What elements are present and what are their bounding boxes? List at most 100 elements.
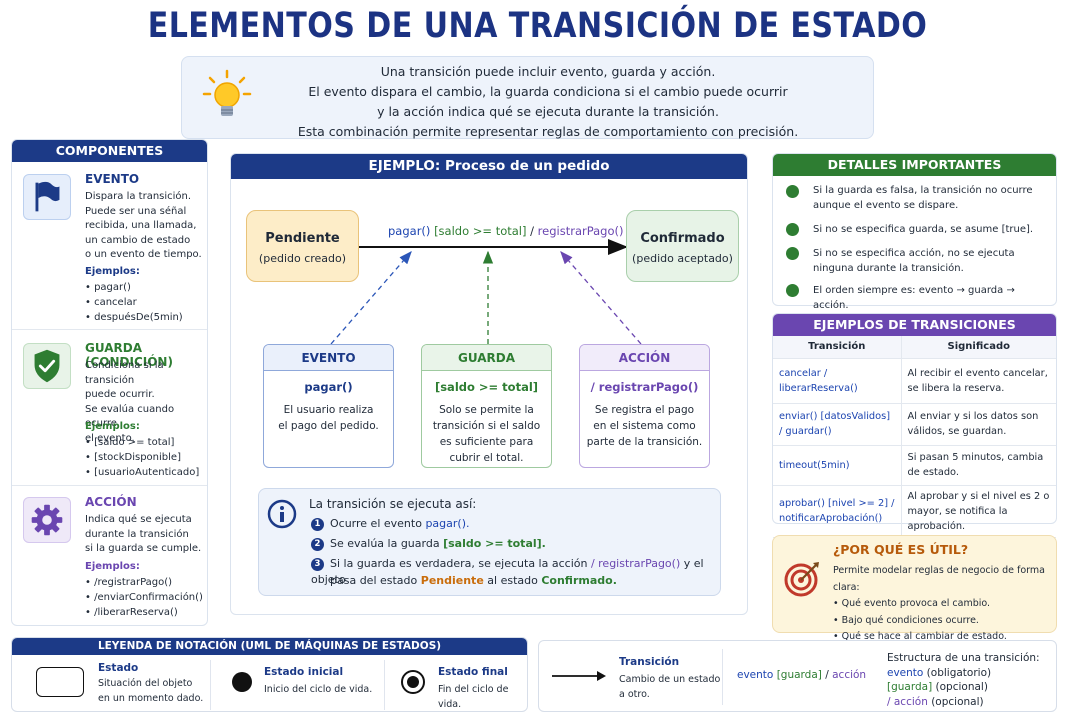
- table-cell: Al recibir el evento cancelar, se libera…: [901, 358, 1056, 404]
- step-guard: [saldo >= total].: [443, 537, 546, 550]
- transition-arrow-symbol: [552, 671, 606, 681]
- divider: [384, 660, 385, 710]
- example-heading: EJEMPLO: Proceso de un pedido: [231, 154, 747, 179]
- info-lead: La transición se ejecuta así:: [309, 497, 477, 511]
- intro-line-3: y la acción indica qué se ejecuta durant…: [377, 104, 719, 119]
- transition-examples-panel: EJEMPLOS DE TRANSICIONES Transición Sign…: [772, 313, 1057, 538]
- structure-key: [guarda]: [887, 681, 933, 693]
- why-useful-box: ¿POR QUÉ ES ÚTIL? Permite modelar reglas…: [772, 535, 1057, 642]
- check-icon: [786, 185, 799, 198]
- detail-line: El orden siempre es: evento → guarda → a…: [813, 285, 1015, 311]
- card-text: Se registra el pago en el sistema como p…: [580, 402, 709, 450]
- legend-state-title: Estado: [98, 662, 139, 674]
- legend-initial-title: Estado inicial: [264, 666, 344, 678]
- why-heading: ¿POR QUÉ ES ÚTIL?: [833, 542, 969, 557]
- card-line: Se registra el pago: [594, 404, 695, 416]
- table-cell: Si pasan 5 minutos, cambia de estado.: [901, 445, 1056, 486]
- step-text: y el objeto: [311, 557, 704, 586]
- legend-final-desc: Fin del ciclo de vida.: [438, 684, 509, 710]
- card-line: en el sistema como: [593, 420, 696, 432]
- column-header: Significado: [901, 336, 1056, 359]
- detail-item: El orden siempre es: evento → guarda → a…: [813, 283, 1053, 313]
- detail-line: ninguna durante la transición.: [813, 263, 964, 274]
- structure-line: [guarda] (opcional): [887, 680, 1040, 695]
- legend-transition-title: Transición: [619, 656, 680, 668]
- examples-list: [saldo >= total] [stockDisponible] [usua…: [85, 435, 199, 480]
- legend-syntax: evento [guarda] / acción: [737, 669, 866, 681]
- component-accion: ACCIÓN Indica qué se ejecuta durante la …: [12, 493, 207, 623]
- legend-final-title: Estado final: [438, 666, 508, 678]
- lightbulb-icon: [202, 69, 252, 116]
- info-icon: [267, 499, 297, 529]
- details-panel: DETALLES IMPORTANTES Si la guarda es fal…: [772, 153, 1057, 311]
- flag-icon: [23, 174, 71, 220]
- card-text: Solo se permite la transición si el sald…: [422, 402, 551, 466]
- structure-title: Estructura de una transición:: [887, 652, 1040, 664]
- intro-box: Una transición puede incluir evento, gua…: [181, 56, 874, 139]
- diagram-connectors: [330, 239, 642, 345]
- table-cell: Al aprobar y si el nivel es 2 o mayor, s…: [901, 485, 1056, 538]
- why-item: • Qué evento provoca el cambio.: [833, 598, 991, 609]
- detail-item: Si no se especifica guarda, se asume [tr…: [813, 222, 1053, 237]
- desc-line: Indica qué se ejecuta: [85, 514, 192, 525]
- example-item: [usuarioAutenticado]: [85, 465, 199, 480]
- legend-line: en un momento dado.: [98, 693, 204, 704]
- examples-label: Ejemplos:: [85, 561, 140, 572]
- why-lead: Permite modelar reglas de negocio de for…: [833, 565, 1045, 593]
- table-row: aprobar() [nivel >= 2] / notificarAproba…: [773, 485, 1056, 538]
- check-icon: [786, 284, 799, 297]
- state-desc: (pedido aceptado): [632, 252, 733, 265]
- step-number: 3: [311, 558, 324, 571]
- component-title: ACCIÓN: [85, 495, 137, 509]
- structure-note: (opcional): [927, 695, 984, 708]
- details-heading: DETALLES IMPORTANTES: [773, 154, 1056, 176]
- components-heading: COMPONENTES: [12, 140, 207, 162]
- desc-line: puede ocurrir.: [85, 389, 155, 400]
- structure-key: evento: [887, 666, 924, 679]
- page-title: ELEMENTOS DE UNA TRANSICIÓN DE ESTADO: [147, 6, 928, 46]
- desc-line: Dispara la transición.: [85, 191, 192, 202]
- example-item: pagar(): [85, 280, 183, 295]
- structure-key: / acción: [887, 695, 928, 708]
- why-item-text: Qué evento provoca el cambio.: [841, 598, 991, 609]
- examples-list: /registrarPago() /enviarConfirmación() /…: [85, 575, 203, 620]
- legend-heading: LEYENDA DE NOTACIÓN (UML DE MÁQUINAS DE …: [12, 638, 527, 655]
- card-line: El usuario realiza: [283, 404, 374, 416]
- step-state-from: Pendiente: [420, 574, 484, 587]
- why-item-text: Qué se hace al cambiar de estado.: [841, 631, 1007, 642]
- transition-guard: [saldo >= total]: [434, 224, 527, 238]
- final-state-symbol: [401, 670, 425, 694]
- example-item: despuésDe(5min): [85, 310, 183, 325]
- components-panel: COMPONENTES EVENTO Dispara la transición…: [11, 139, 208, 626]
- structure-note: (opcional): [932, 681, 988, 693]
- step-text: al estado: [483, 574, 542, 587]
- structure-line: evento (obligatorio): [887, 666, 1040, 681]
- detail-item: Si la guarda es falsa, la transición no …: [813, 183, 1053, 213]
- component-desc: Condiciona si la transición puede ocurri…: [85, 359, 205, 446]
- example-item: /liberarReserva(): [85, 605, 203, 620]
- shield-check-icon: [23, 343, 71, 389]
- structure-line: / acción (opcional): [887, 695, 1040, 710]
- component-desc: Dispara la transición. Puede ser una séñ…: [85, 190, 205, 263]
- table-cell: timeout(5min): [773, 445, 902, 486]
- card-line: parte de la transición.: [586, 436, 703, 448]
- table-row: cancelar / liberarReserva() Al recibir e…: [773, 358, 1056, 404]
- table-cell: aprobar() [nivel >= 2] / notificarAproba…: [773, 485, 902, 538]
- table-cell: enviar() [datosValidos] / guardar(): [773, 403, 902, 446]
- component-evento: EVENTO Dispara la transición. Puede ser …: [12, 170, 207, 330]
- why-item: • Qué se hace al cambiar de estado.: [833, 631, 1007, 642]
- desc-line: durante la transición: [85, 528, 189, 540]
- legend-transition-desc: Cambio de un estado a otro.: [619, 672, 720, 702]
- step-3-continued: pasa del estado Pendiente al estado Conf…: [330, 573, 617, 589]
- card-line: transición si el saldo: [432, 420, 541, 432]
- table-cell: cancelar / liberarReserva(): [773, 358, 902, 404]
- step-3: 3 Si la guarda es verdadera, se ejecuta l…: [311, 556, 720, 588]
- transition-event: pagar(): [388, 224, 431, 238]
- step-text: Si la guarda es verdadera, se ejecuta la…: [330, 557, 591, 570]
- check-icon: [786, 247, 799, 260]
- desc-line: o un evento de tiempo.: [85, 249, 202, 260]
- initial-state-symbol: [232, 672, 252, 692]
- detail-line: Si no se especifica acción, no se ejecut…: [813, 248, 1015, 259]
- example-item: cancelar: [85, 295, 183, 310]
